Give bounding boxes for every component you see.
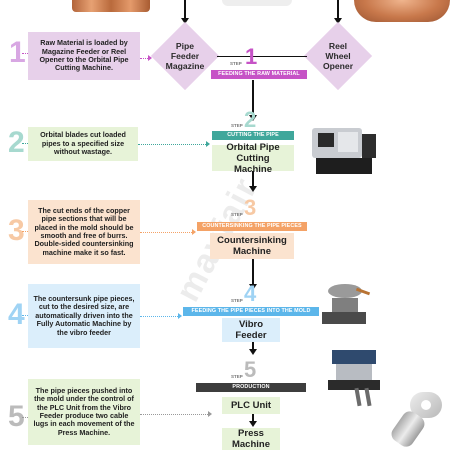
press-machine-box: Press Machine — [222, 428, 280, 450]
connector-line — [337, 0, 339, 20]
step-label: STEP — [231, 212, 243, 217]
arrow-down-icon — [249, 421, 257, 427]
dotted-connector — [140, 232, 194, 233]
connector-line — [252, 342, 254, 352]
step-4-big-number: 4 — [244, 281, 257, 306]
step-3-description: The cut ends of the copper pipe sections… — [28, 200, 140, 264]
arrow-down-icon — [181, 18, 189, 24]
connector-line — [217, 56, 307, 57]
step-3-banner: COUNTERSINKING THE PIPE PIECES — [197, 222, 307, 231]
step-label: STEP — [231, 298, 243, 303]
step-2-description: Orbital blades cut loaded pipes to a spe… — [28, 127, 138, 161]
press-machine-image — [328, 350, 388, 408]
step-label: STEP — [230, 61, 242, 66]
dotted-connector — [140, 316, 180, 317]
reel-wheel-opener-diamond: Reel Wheel Opener — [303, 21, 373, 91]
vibro-feeder-box: Vibro Feeder — [222, 318, 280, 342]
vibro-feeder-image — [322, 282, 371, 326]
arrow-right-icon — [206, 141, 210, 147]
pipe-feeder-magazine-label: Pipe Feeder Magazine — [165, 41, 205, 71]
dotted-connector — [22, 315, 30, 316]
dotted-connector — [22, 143, 30, 144]
step-1-description: Raw Material is loaded by Magazine Feede… — [28, 32, 140, 80]
step-1-banner: FEEDING THE RAW MATERIAL — [211, 70, 307, 79]
connector-line — [252, 171, 254, 189]
step-5-banner: PRODUCTION — [196, 383, 306, 392]
cutting-machine-image — [312, 128, 380, 174]
arrow-down-icon — [249, 115, 257, 121]
dotted-connector — [140, 414, 210, 415]
step-1-number: 1 — [9, 36, 26, 69]
step-3-number: 3 — [8, 214, 25, 247]
arrow-right-icon — [208, 411, 212, 417]
connector-line — [252, 259, 254, 287]
reel-wheel-opener-label: Reel Wheel Opener — [322, 41, 354, 71]
step-5-big-number: 5 — [244, 357, 257, 382]
arrow-down-icon — [334, 18, 342, 24]
step-5-description: The pipe pieces pushed into the mold und… — [28, 379, 140, 445]
dotted-connector — [138, 144, 208, 145]
copper-pipes-image — [72, 0, 150, 12]
arrow-down-icon — [249, 349, 257, 355]
connector-line — [252, 80, 254, 118]
dotted-connector — [22, 53, 30, 54]
connector-line — [184, 0, 186, 20]
cable-lug-image — [388, 392, 448, 450]
step-label: STEP — [231, 123, 243, 128]
arrow-right-icon — [148, 55, 152, 61]
dotted-connector — [140, 58, 150, 59]
connector-line — [252, 414, 254, 424]
step-2-banner: CUTTING THE PIPE — [212, 131, 294, 140]
step-1-big-number: 1 — [245, 44, 258, 69]
arrow-right-icon — [178, 313, 182, 319]
arrow-down-icon — [249, 186, 257, 192]
step-5-number: 5 — [8, 400, 25, 433]
step-3-big-number: 3 — [244, 195, 257, 220]
step-label: STEP — [231, 374, 243, 379]
countersinking-machine-box: Countersinking Machine — [210, 233, 294, 259]
dotted-connector — [22, 417, 30, 418]
step-4-description: The countersunk pipe pieces, cut to the … — [28, 284, 140, 348]
step-4-banner: FEEDING THE PIPE PIECES INTO THE MOLD — [183, 307, 319, 316]
step-2-number: 2 — [8, 126, 25, 159]
pipe-feeder-magazine-diamond: Pipe Feeder Magazine — [150, 21, 220, 91]
arrow-right-icon — [192, 229, 196, 235]
dotted-connector — [22, 231, 30, 232]
plc-unit-box: PLC Unit — [222, 397, 280, 414]
top-machine-image — [222, 0, 292, 6]
step-4-number: 4 — [8, 298, 25, 331]
copper-reel-image — [354, 0, 450, 22]
orbital-pipe-cutting-machine-box: Orbital Pipe Cutting Machine — [212, 142, 294, 175]
arrow-down-icon — [249, 284, 257, 290]
step-2-big-number: 2 — [244, 107, 257, 132]
